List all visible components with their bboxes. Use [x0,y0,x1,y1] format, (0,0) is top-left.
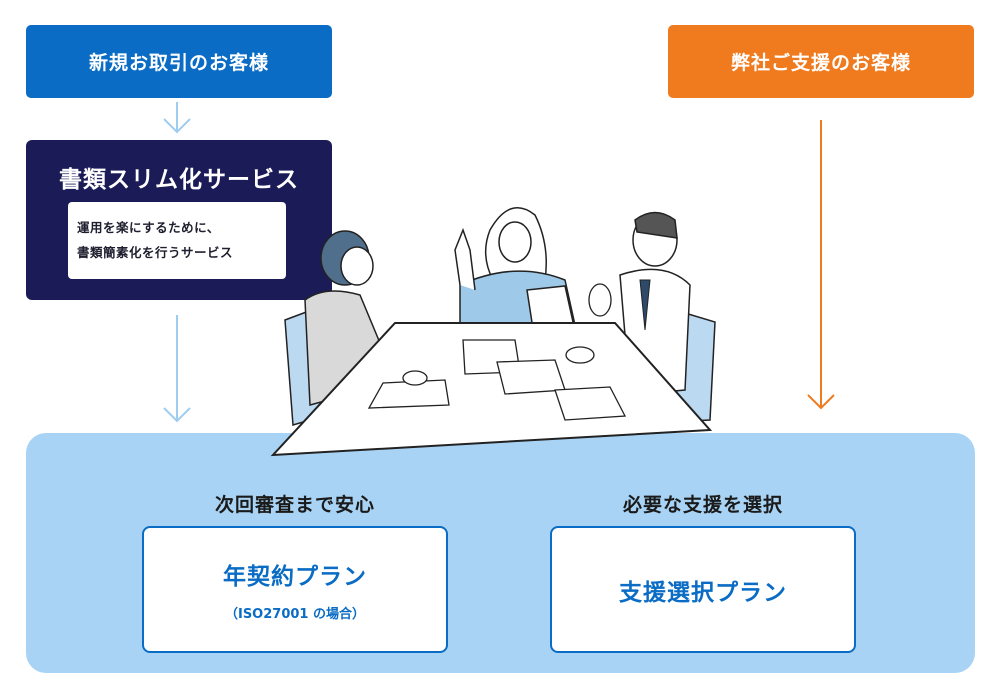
service-title: 書類スリム化サービス [59,167,299,193]
selective-plan-heading: 必要な支援を選択 [622,494,783,516]
service-description-line: 書類簡素化を行うサービス [77,245,234,260]
new-customer-box: 新規お取引のお客様 [26,25,332,98]
selective-plan-card: 支援選択プラン [550,526,856,653]
meeting-illustration-icon [270,207,716,457]
annual-plan-heading: 次回審査まで安心 [214,494,375,516]
annual-plan-card: 年契約プラン （ISO27001 の場合） [142,526,448,653]
support-customer-box: 弊社ご支援のお客様 [668,25,974,98]
service-description: 運用を楽にするために、 書類簡素化を行うサービス [68,202,286,279]
arrow-down-icon [163,102,191,134]
new-customer-label: 新規お取引のお客様 [88,52,269,74]
selective-plan-name: 支援選択プラン [619,579,787,606]
annual-plan-name: 年契約プラン [223,564,367,590]
service-description-line: 運用を楽にするために、 [77,220,220,235]
orange-arrow-down-icon [807,120,835,410]
arrow-down-icon [163,315,191,423]
support-customer-label: 弊社ご支援のお客様 [730,52,911,74]
document-slim-service-box: 書類スリム化サービス 運用を楽にするために、 書類簡素化を行うサービス [26,140,332,300]
annual-plan-note: （ISO27001 の場合） [224,607,365,622]
